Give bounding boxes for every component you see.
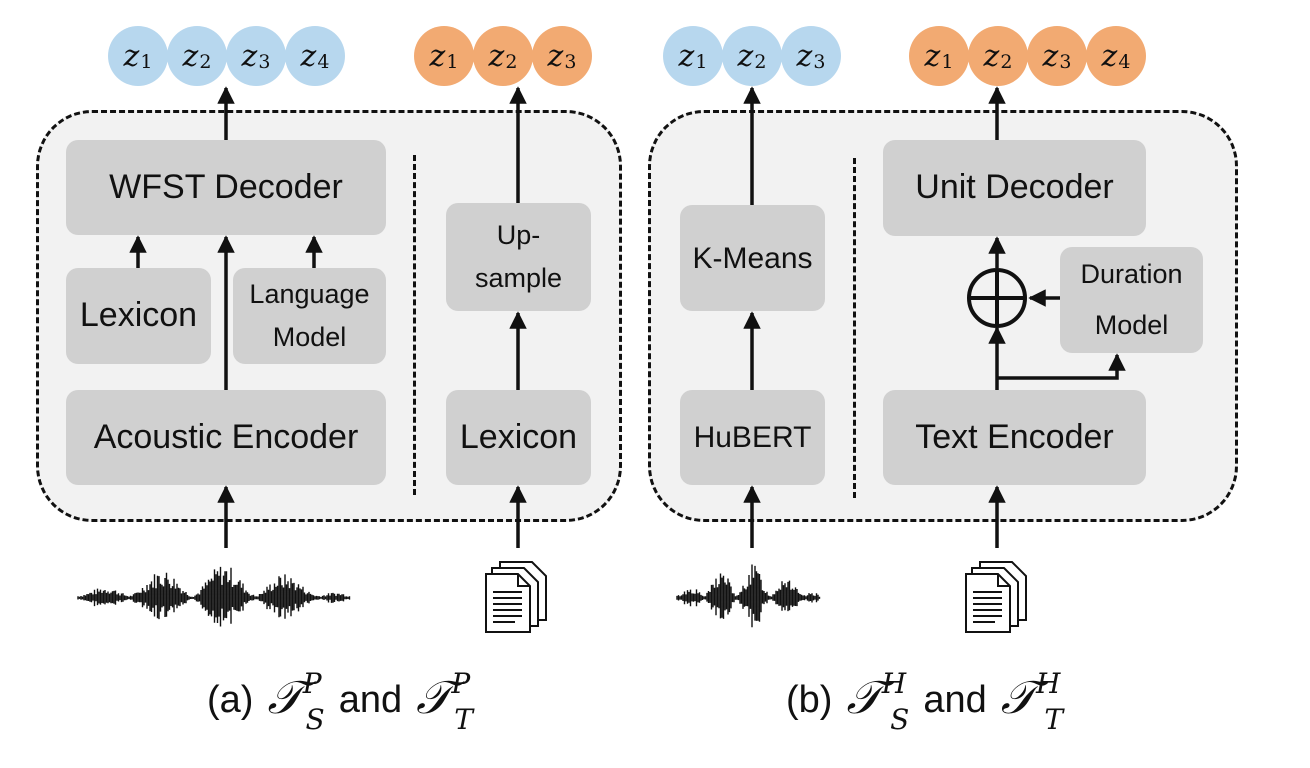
waveform-icon — [676, 564, 821, 628]
sum-circle-icon — [967, 268, 1027, 328]
text-encoder-box: Text Encoder — [883, 390, 1146, 485]
caption-a-and: and — [338, 678, 403, 721]
duration-model-label-line1: Duration — [1080, 258, 1183, 289]
caption-a-symbol-2: 𝒯PT — [416, 666, 473, 737]
waveform-icon — [77, 566, 351, 627]
caption-b-and: and — [923, 678, 987, 721]
duration-model-box: Duration Model — [1060, 247, 1203, 353]
caption-b: (b) 𝒯HS and 𝒯HT — [786, 665, 1064, 737]
lexicon-box: Lexicon — [66, 268, 211, 364]
unit-decoder-label: Unit Decoder — [915, 168, 1114, 207]
lexicon-label: Lexicon — [79, 296, 198, 335]
wfst-decoder-box: WFST Decoder — [66, 140, 386, 235]
kmeans-label: K-Means — [692, 241, 813, 275]
arrow-encoder-to-duration — [997, 353, 1126, 380]
caption-b-symbol-1: 𝒯HS — [846, 666, 910, 737]
hubert-box: HuBERT — [680, 390, 825, 485]
upsample-label-line1: Up- — [496, 219, 541, 250]
wfst-decoder-label: WFST Decoder — [109, 167, 343, 206]
caption-b-label: (b) — [786, 678, 833, 721]
panel-a-separator — [413, 155, 416, 495]
language-model-label-line1: Language — [249, 278, 370, 309]
upsample-box: Up- sample — [446, 203, 591, 311]
duration-model-label-line2: Model — [1094, 310, 1169, 340]
language-model-label-line2: Model — [272, 322, 347, 352]
lexicon-right-label: Lexicon — [459, 417, 578, 456]
language-model-box: Language Model — [233, 268, 386, 364]
unit-decoder-box: Unit Decoder — [883, 140, 1146, 236]
text-encoder-label: Text Encoder — [915, 417, 1114, 456]
caption-a: (a) 𝒯PS and 𝒯PT — [207, 665, 473, 737]
upsample-label-line2: sample — [474, 263, 563, 293]
caption-a-symbol-1: 𝒯PS — [267, 666, 325, 737]
caption-a-label: (a) — [207, 678, 254, 721]
panel-b-separator — [853, 158, 856, 498]
document-icon — [965, 561, 1027, 633]
hubert-label: HuBERT — [693, 421, 812, 454]
kmeans-box: K-Means — [680, 205, 825, 311]
acoustic-encoder-box: Acoustic Encoder — [66, 390, 386, 485]
document-icon — [485, 561, 547, 633]
caption-b-symbol-2: 𝒯HT — [1000, 666, 1064, 737]
acoustic-encoder-label: Acoustic Encoder — [93, 417, 359, 456]
lexicon-right-box: Lexicon — [446, 390, 591, 485]
